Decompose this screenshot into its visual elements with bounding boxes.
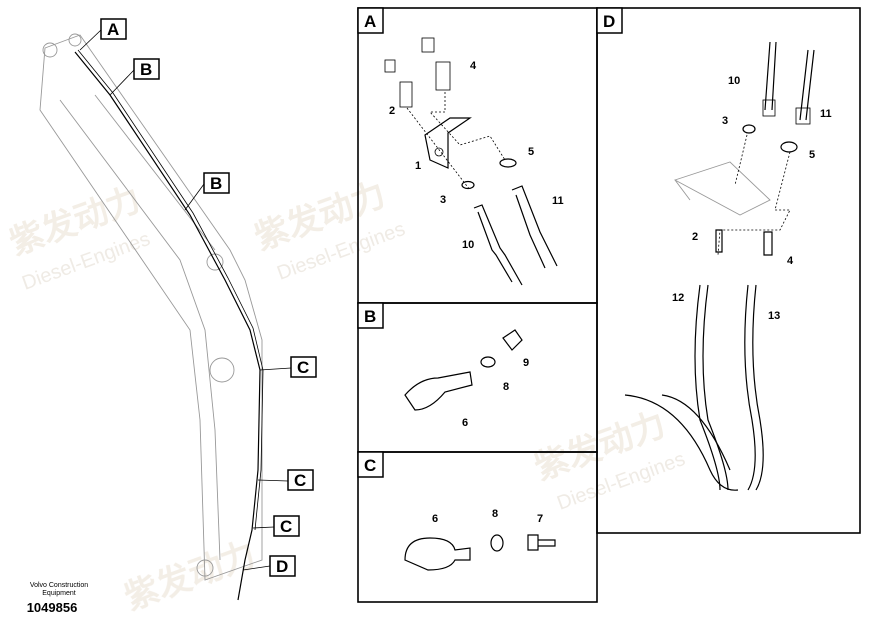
svg-text:A: A [364, 12, 376, 31]
svg-text:C: C [364, 456, 376, 475]
svg-text:C: C [297, 358, 309, 377]
svg-text:紫发动力: 紫发动力 [120, 535, 261, 617]
drawing-number: 1049856 [26, 600, 78, 615]
svg-text:3: 3 [440, 194, 446, 206]
svg-text:2: 2 [389, 105, 395, 117]
svg-text:12: 12 [672, 292, 684, 304]
callout-b[interactable]: B [133, 58, 160, 80]
svg-text:3: 3 [722, 115, 728, 127]
callout-d[interactable]: D [269, 555, 296, 577]
svg-text:6: 6 [462, 417, 468, 429]
callout-a[interactable]: A [100, 18, 127, 40]
panel-b: B 6 8 9 [357, 302, 598, 453]
svg-text:10: 10 [462, 239, 474, 251]
svg-text:B: B [210, 174, 222, 193]
svg-text:11: 11 [820, 108, 832, 120]
svg-text:7: 7 [537, 513, 543, 525]
company-name-line2: Equipment [42, 590, 76, 597]
svg-text:B: B [140, 60, 152, 79]
boom-callouts: A B B C C C D [79, 18, 317, 577]
callout-c[interactable]: C [273, 515, 300, 537]
panel-a: A 1 2 3 4 5 10 11 [357, 7, 598, 304]
callout-c[interactable]: C [290, 356, 317, 378]
svg-text:B: B [364, 307, 376, 326]
svg-text:5: 5 [528, 146, 534, 158]
svg-text:11: 11 [552, 195, 564, 207]
svg-text:4: 4 [787, 255, 794, 267]
svg-text:D: D [603, 12, 615, 31]
svg-text:8: 8 [492, 508, 498, 520]
company-name-line1: Volvo Construction [29, 582, 89, 589]
panel-c: C 6 8 7 [357, 451, 598, 603]
svg-text:8: 8 [503, 381, 509, 393]
svg-text:13: 13 [768, 310, 780, 322]
svg-text:C: C [280, 517, 292, 536]
panel-d: D 10 11 3 5 2 4 12 13 [596, 7, 861, 534]
svg-text:1: 1 [415, 160, 421, 172]
svg-text:C: C [294, 471, 306, 490]
svg-text:4: 4 [470, 60, 477, 72]
svg-text:2: 2 [692, 231, 698, 243]
svg-text:A: A [107, 20, 119, 39]
callout-b[interactable]: B [203, 172, 230, 194]
callout-c[interactable]: C [287, 469, 314, 491]
svg-text:6: 6 [432, 513, 438, 525]
boom-drawing [39, 33, 264, 601]
svg-text:10: 10 [728, 75, 740, 87]
svg-text:D: D [276, 557, 288, 576]
svg-text:5: 5 [809, 149, 815, 161]
svg-text:9: 9 [523, 357, 529, 369]
